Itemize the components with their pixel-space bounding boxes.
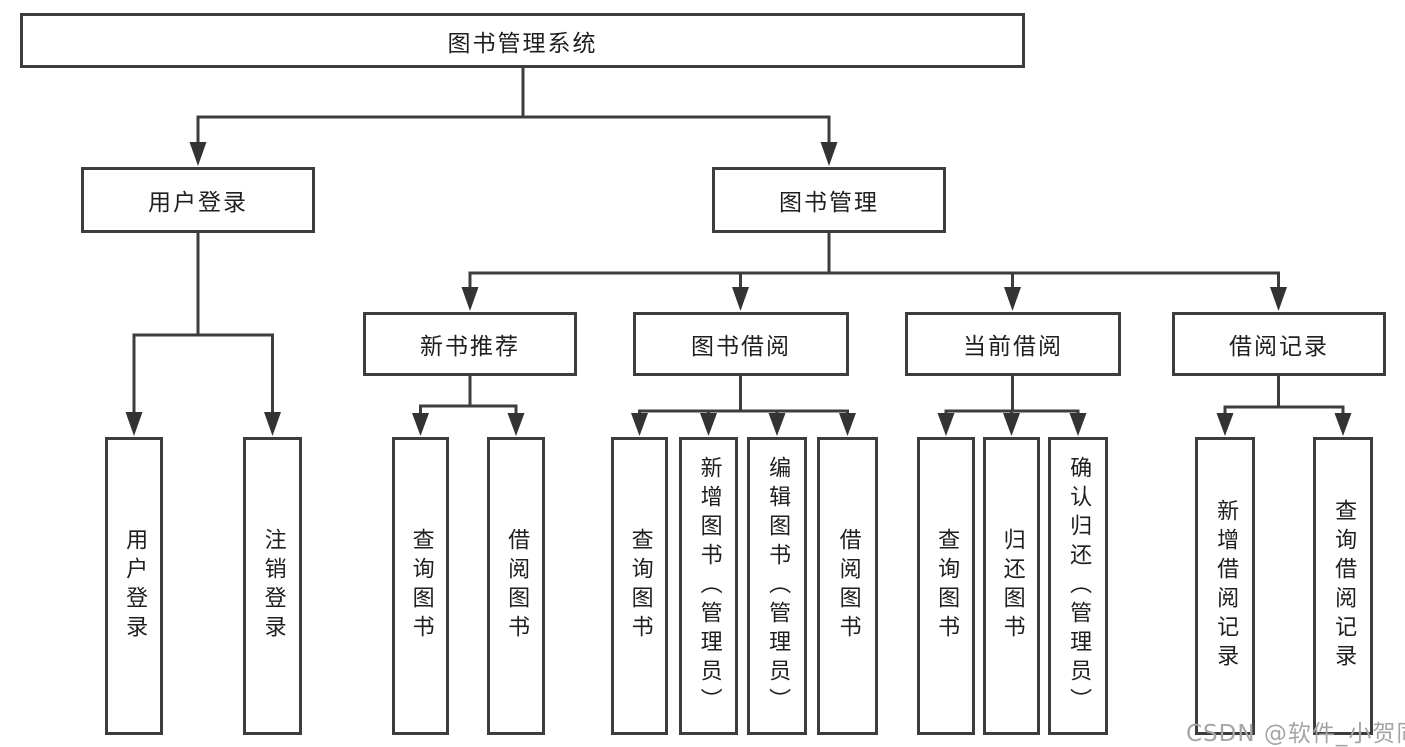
node-leaf-query-borrow-record: 查询借阅记录	[1313, 437, 1373, 735]
node-label: 归还图书	[999, 528, 1025, 644]
node-leaf-add-borrow-record: 新增借阅记录	[1195, 437, 1255, 735]
node-new-book-recommend: 新书推荐	[363, 312, 577, 376]
node-leaf-query-books-3: 查询图书	[917, 437, 975, 735]
node-leaf-confirm-return-admin: 确认归还（管理员）	[1048, 437, 1108, 735]
node-label: 借阅记录	[1229, 334, 1329, 360]
node-user-login: 用户登录	[81, 167, 315, 233]
node-book-borrow: 图书借阅	[633, 312, 849, 376]
node-label: 借阅图书	[504, 528, 530, 644]
node-label: 图书管理系统	[447, 30, 598, 57]
node-label: 确认归还（管理员）	[1066, 455, 1092, 717]
node-label: 新书推荐	[420, 334, 520, 360]
node-label: 查询图书	[934, 528, 960, 644]
node-borrow-records: 借阅记录	[1172, 312, 1386, 376]
node-label: 当前借阅	[963, 334, 1063, 360]
node-label: 新增借阅记录	[1213, 499, 1239, 673]
node-label: 图书管理	[779, 190, 879, 216]
node-leaf-logout: 注销登录	[243, 437, 302, 735]
node-label: 用户登录	[122, 528, 148, 644]
node-leaf-borrow-books-1: 借阅图书	[487, 437, 545, 735]
node-leaf-query-books-2: 查询图书	[611, 437, 668, 735]
node-leaf-edit-books-admin: 编辑图书（管理员）	[747, 437, 807, 735]
node-label: 新增图书（管理员）	[696, 455, 722, 717]
node-library-management-system: 图书管理系统	[20, 13, 1025, 68]
node-leaf-return-books: 归还图书	[983, 437, 1040, 735]
node-label: 注销登录	[260, 528, 286, 644]
node-label: 编辑图书（管理员）	[765, 455, 791, 717]
node-leaf-add-books-admin: 新增图书（管理员）	[679, 437, 738, 735]
node-current-borrow: 当前借阅	[905, 312, 1121, 376]
node-label: 图书借阅	[691, 334, 791, 360]
node-label: 借阅图书	[835, 528, 861, 644]
csdn-watermark: CSDN @软件_小贺同学	[1186, 721, 1405, 747]
node-book-management: 图书管理	[712, 167, 946, 233]
node-leaf-borrow-books-2: 借阅图书	[817, 437, 878, 735]
node-label: 查询图书	[627, 528, 653, 644]
node-label: 用户登录	[148, 190, 248, 216]
node-leaf-query-books-1: 查询图书	[392, 437, 449, 735]
node-label: 查询借阅记录	[1331, 499, 1357, 673]
node-leaf-user-login: 用户登录	[105, 437, 163, 735]
node-label: 查询图书	[408, 528, 434, 644]
